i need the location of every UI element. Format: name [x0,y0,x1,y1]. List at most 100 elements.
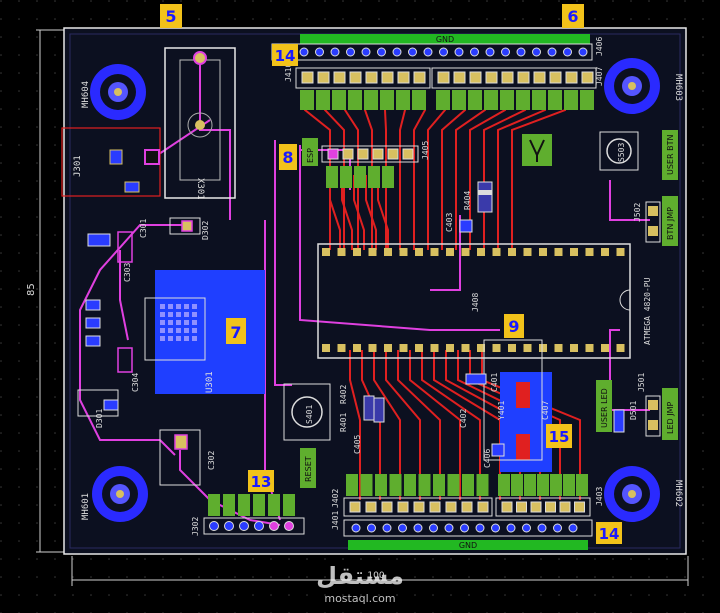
callout-14-bottom: 14 [596,522,622,544]
callout-5: 5 [160,4,182,28]
header-pin [365,501,377,513]
signal-label-box [433,474,445,496]
c302-body [159,429,201,486]
d302-designator: D302 [201,221,210,240]
qfn-pad [168,336,173,341]
c403-pad [459,219,473,233]
mh601-designator: MH601 [81,493,91,520]
mcu-pin [570,248,578,256]
power-pin [269,521,279,531]
c303-designator: C303 [123,263,132,282]
j302-designator: J302 [191,517,200,536]
header-pin [397,71,410,84]
y401-designator: Y401 [497,401,506,420]
esp-label: ESP [306,148,315,163]
gnd-top-pins [299,47,588,57]
svg-text:6: 6 [567,7,578,26]
red-trace [373,350,401,500]
j408-designator: J408 [471,293,480,312]
signal-label-box [412,90,426,110]
mcu-pin [477,248,485,256]
mcu-pin [353,248,361,256]
signal-label-box [516,90,530,110]
s503-button[interactable] [606,138,632,164]
signal-label-box [563,474,575,496]
mounting-hole-center [628,82,636,90]
esp-label-box [382,166,394,188]
header-pin [437,71,450,84]
gnd-pin [315,47,324,57]
header-pin [516,501,527,513]
mcu-pin [461,344,470,352]
c303-body [87,233,111,247]
svg-text:14: 14 [599,525,620,543]
c405-designator: C405 [353,435,362,454]
mcu-part-label: ATMEGA 4820-PU [643,277,652,345]
gnd-pin [532,47,541,57]
esp-pin [372,148,384,160]
header-pin [461,501,473,513]
gnd-pin [516,47,526,57]
mcu-pin [539,344,547,352]
bottom-header-pins [349,501,585,513]
mcu-pin [508,344,516,352]
j502-designator: J502 [633,203,642,222]
r401-body [373,397,385,423]
header-pin [397,501,409,513]
top-header-pins [301,71,594,84]
j401-outline [343,497,493,517]
red-trace [421,350,481,500]
mcu-pin [368,344,377,352]
header-pin [559,501,571,513]
signal-label-box [580,90,594,110]
qfn-pad [184,320,189,325]
esp-label-box [302,138,318,166]
mcu-pin [539,248,547,256]
callout-7: 7 [226,318,246,344]
j406-designator: J406 [595,37,604,56]
svg-text:9: 9 [508,317,519,336]
mcu-pin [585,344,594,352]
mcu-pin [492,344,501,352]
r402-designator: R402 [339,385,348,404]
c302-pad [174,434,188,450]
signal-label-box [447,474,460,496]
c304-body [117,347,133,373]
signal-label-box [468,90,482,110]
header-pin [477,501,489,513]
j502-pad-1 [648,206,658,216]
power-pin [239,521,249,531]
j301-designator: J301 [73,155,83,177]
mcu-pin [508,248,516,256]
esp-label-box [368,166,380,188]
signal-label-box [500,90,514,110]
watermark: مستقل mostaql.com [316,562,404,605]
r501-body [613,409,625,433]
j407-designator: J407 [595,67,604,86]
j302-outline [203,517,305,535]
mh602-designator: MH602 [673,480,683,507]
signal-label-box [436,90,450,110]
qfn-pad [184,312,189,317]
header-pin [413,501,425,513]
j301-pad-2 [144,149,160,165]
esp-pin [327,148,339,160]
mcu-pin [415,248,423,256]
signal-label-box [537,474,549,496]
mcu-pin [554,248,563,256]
header-pin [317,71,330,84]
signal-label-box [300,90,314,110]
qfn-pad [192,304,197,309]
header-pin [365,71,378,84]
red-trace [385,350,421,500]
gnd-pin [460,523,469,533]
gnd-pin [470,47,479,57]
s401-button[interactable] [291,396,323,428]
signal-label-box [564,90,578,110]
mcu-pin [446,344,454,352]
gnd-pin [454,47,464,57]
mcu-pin [399,248,408,256]
header-pin [453,71,466,84]
gnd-pin [547,47,557,57]
reset-label: RESET [304,456,313,482]
